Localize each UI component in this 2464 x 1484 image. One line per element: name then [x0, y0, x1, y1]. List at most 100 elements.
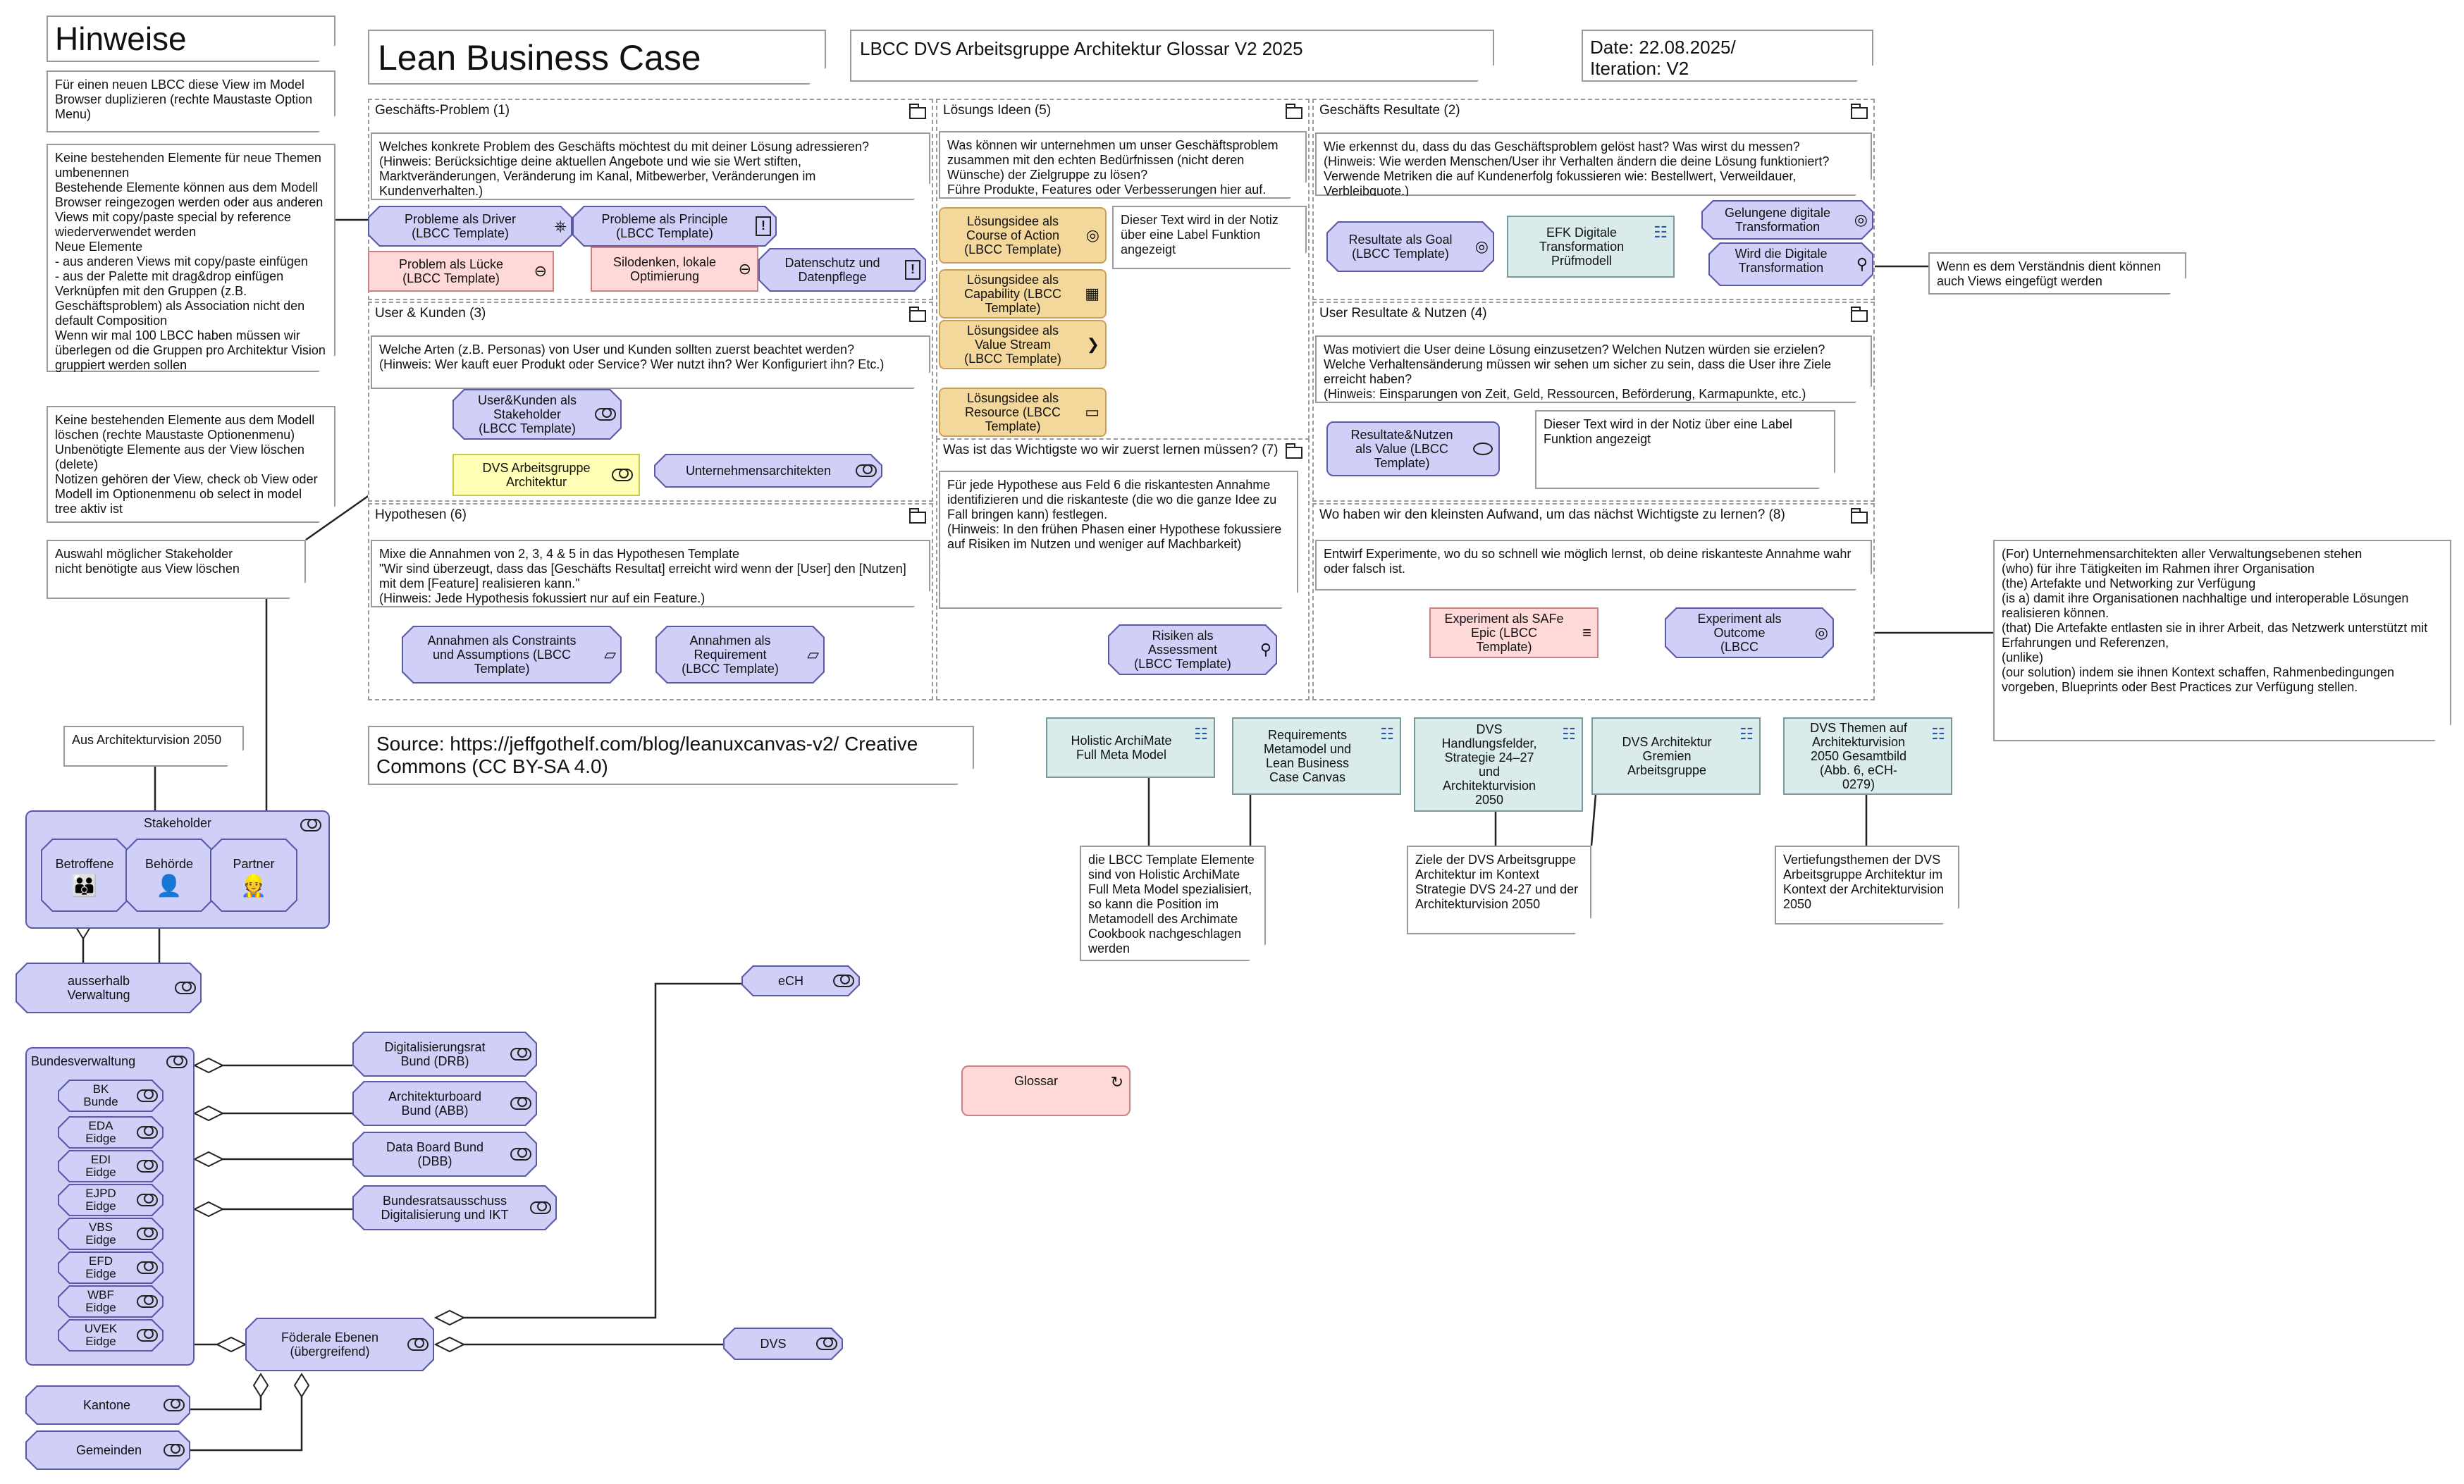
element-label: Risiken als Assessment (LBCC Template)	[1134, 629, 1231, 671]
model-icon: ☷	[1562, 725, 1576, 743]
principle-icon: !	[756, 216, 771, 236]
element-label: Lösungsidee als Capability (LBCC Templat…	[963, 273, 1062, 315]
folder-icon	[909, 104, 926, 119]
stakeholder-icon	[856, 464, 877, 477]
glossar[interactable]: Glossar ↻	[961, 1065, 1131, 1116]
kantone[interactable]: Kantone	[25, 1385, 190, 1425]
group-title: Wo haben wir den kleinsten Aufwand, um d…	[1319, 507, 1785, 522]
element-label: Probleme als Driver (LBCC Template)	[404, 212, 517, 240]
efk-model[interactable]: EFK Digitale Transformation Prüfmodell ☷	[1507, 216, 1675, 278]
ausserhalb-verwaltung[interactable]: ausserhalb Verwaltung	[16, 963, 202, 1013]
view-dvs-gremien[interactable]: DVS Architektur Gremien Arbeitsgruppe ☷	[1591, 717, 1761, 795]
result-goal[interactable]: Resultate als Goal (LBCC Template) ◎	[1326, 221, 1494, 272]
goal-icon: ◎	[1854, 211, 1868, 228]
model-icon: ☷	[1194, 725, 1208, 743]
abb[interactable]: Architekturboard Bund (ABB)	[352, 1081, 537, 1126]
solution-capability[interactable]: Lösungsidee als Capability (LBCC Templat…	[939, 269, 1107, 319]
gap-icon: ⊖	[534, 262, 547, 280]
element-label: DVS Arbeitsgruppe Architektur	[482, 461, 591, 489]
element-label: Glossar	[1014, 1074, 1058, 1088]
solution-resource[interactable]: Lösungsidee als Resource (LBCC Template)…	[939, 388, 1107, 437]
element-label: DVS	[760, 1337, 787, 1351]
experiment-outcome[interactable]: Experiment als Outcome (LBCC ◎	[1665, 607, 1834, 658]
requirement-icon: ▱	[807, 645, 819, 663]
group-title: Was ist das Wichtigste wo wir zuerst ler…	[943, 443, 1279, 457]
department-item[interactable]: BK Bunde	[58, 1080, 164, 1112]
department-label: EFD Eidge	[85, 1254, 116, 1280]
department-item[interactable]: EFD Eidge	[58, 1251, 164, 1284]
view-dvs-handlungsfelder[interactable]: DVS Handlungsfelder, Strategie 24–27 und…	[1414, 717, 1583, 812]
problem-driver[interactable]: Probleme als Driver (LBCC Template) ⎈	[368, 206, 572, 247]
department-item[interactable]: VBS Eidge	[58, 1218, 164, 1250]
risk-assessment[interactable]: Risiken als Assessment (LBCC Template) ⚲	[1108, 624, 1277, 675]
stakeholder-title: Stakeholder	[143, 816, 212, 830]
problem-privacy[interactable]: Datenschutz und Datenpflege !	[758, 248, 926, 292]
element-label: Föderale Ebenen (übergreifend)	[281, 1330, 379, 1359]
users-stakeholder-template[interactable]: User&Kunden als Stakeholder (LBCC Templa…	[452, 389, 622, 440]
hypothesis-constraints[interactable]: Annahmen als Constraints und Assumptions…	[402, 626, 622, 684]
stakeholder-icon	[166, 1056, 187, 1068]
department-item[interactable]: EDI Eidge	[58, 1150, 164, 1182]
department-item[interactable]: EJPD Eidge	[58, 1184, 164, 1216]
stakeholder-icon	[164, 1399, 185, 1411]
element-label: DVS Architektur Gremien Arbeitsgruppe	[1622, 735, 1712, 777]
note-architekturvision: Aus Architekturvision 2050	[63, 726, 244, 767]
target-arrow-icon: ◎	[1085, 226, 1099, 244]
foederale-ebenen[interactable]: Föderale Ebenen (übergreifend)	[245, 1318, 434, 1371]
question-solution-ideas: Was können wir unternehmen um unser Gesc…	[939, 131, 1307, 199]
element-label: User&Kunden als Stakeholder (LBCC Templa…	[477, 393, 577, 435]
problem-gap[interactable]: Problem als Lücke (LBCC Template) ⊖	[368, 251, 554, 292]
element-label: Digitalisierungsrat Bund (DRB)	[384, 1040, 486, 1068]
glossar-icon: ↻	[1110, 1073, 1123, 1091]
department-item[interactable]: UVEK Eidge	[58, 1319, 164, 1352]
stakeholder-icon	[510, 1048, 531, 1061]
department-label: UVEK Eidge	[84, 1322, 118, 1348]
stakeholder-icon	[407, 1338, 429, 1351]
stakeholder-behoerde[interactable]: Behörde 👤	[125, 839, 213, 912]
stakeholder-icon	[175, 982, 196, 994]
problem-principle[interactable]: Probleme als Principle (LBCC Template) !	[572, 206, 777, 247]
stakeholder-betroffene[interactable]: Betroffene 👪	[41, 839, 128, 912]
solution-course-of-action[interactable]: Lösungsidee als Course of Action (LBCC T…	[939, 207, 1107, 264]
stakeholder-icon	[137, 1160, 158, 1173]
note-meta-model: die LBCC Template Elemente sind von Holi…	[1080, 846, 1266, 961]
element-label: Holistic ArchiMate Full Meta Model	[1071, 734, 1172, 762]
experiment-safe-epic[interactable]: Experiment als SAFe Epic (LBCC Template)…	[1429, 607, 1598, 658]
view-holistic-archimate[interactable]: Holistic ArchiMate Full Meta Model ☷	[1046, 717, 1215, 778]
folder-icon	[1851, 508, 1868, 524]
group-title: Hypothesen (6)	[375, 507, 467, 522]
question-business-problem: Welches konkrete Problem des Geschäfts m…	[371, 132, 930, 200]
note-views: Wenn es dem Verständnis dient können auc…	[1928, 252, 2186, 295]
goal-icon: ◎	[1474, 237, 1489, 255]
result-value[interactable]: Resultate&Nutzen als Value (LBCC Templat…	[1326, 421, 1500, 476]
department-item[interactable]: EDA Eidge	[58, 1116, 164, 1149]
stakeholder-partner[interactable]: Partner 👷	[210, 839, 297, 912]
search-icon: ⚲	[1259, 641, 1271, 658]
constraint-icon: ▱	[604, 645, 616, 663]
department-item[interactable]: WBF Eidge	[58, 1285, 164, 1318]
ech[interactable]: eCH	[741, 965, 860, 996]
value-icon	[1473, 443, 1493, 455]
note-vertiefung: Vertiefungsthemen der DVS Arbeitsgruppe …	[1775, 846, 1959, 925]
solution-value-stream[interactable]: Lösungsidee als Value Stream (LBCC Templ…	[939, 320, 1107, 369]
gemeinden[interactable]: Gemeinden	[25, 1430, 190, 1470]
view-requirements-metamodel[interactable]: Requirements Metamodel und Lean Business…	[1232, 717, 1401, 795]
bundesratsausschuss[interactable]: Bundesratsausschuss Digitalisierung und …	[352, 1185, 557, 1230]
element-label: Gemeinden	[76, 1443, 142, 1457]
drb[interactable]: Digitalisierungsrat Bund (DRB)	[352, 1032, 537, 1077]
dvs-arbeitsgruppe[interactable]: DVS Arbeitsgruppe Architektur	[452, 454, 640, 496]
element-label: Partner	[233, 857, 275, 871]
unternehmensarchitekten[interactable]: Unternehmensarchitekten	[654, 454, 882, 488]
element-label: Betroffene	[55, 857, 114, 871]
result-success[interactable]: Gelungene digitale Transformation ◎	[1701, 200, 1873, 240]
stakeholder-icon	[510, 1148, 531, 1161]
result-becomes[interactable]: Wird die Digitale Transformation ⚲	[1708, 242, 1873, 286]
hypothesis-requirement[interactable]: Annahmen als Requirement (LBCC Template)…	[655, 626, 825, 684]
problem-silo[interactable]: Silodenken, lokale Optimierung ⊖	[591, 247, 758, 292]
note-positioning: (For) Unternehmensarchitekten aller Verw…	[1993, 540, 2451, 741]
dbb[interactable]: Data Board Bund (DBB)	[352, 1132, 537, 1177]
dvs[interactable]: DVS	[723, 1328, 843, 1360]
element-label: Annahmen als Constraints und Assumptions…	[427, 633, 577, 676]
group-experiments[interactable]: Wo haben wir den kleinsten Aufwand, um d…	[1312, 503, 1875, 700]
view-dvs-themen[interactable]: DVS Themen auf Architekturvision 2050 Ge…	[1783, 717, 1952, 795]
